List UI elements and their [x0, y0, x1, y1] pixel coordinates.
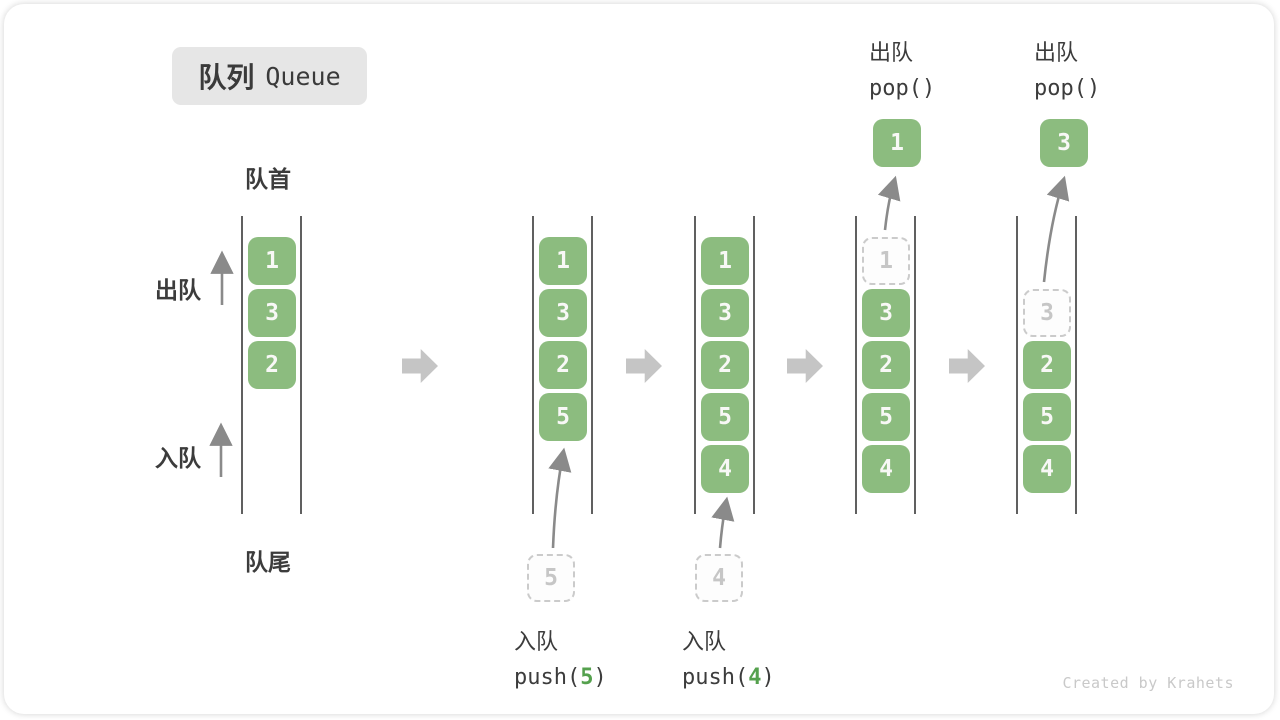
op-code-arg: 4: [748, 665, 762, 690]
queue-wall: [753, 216, 755, 514]
queue-element: 3: [862, 289, 910, 337]
queue-element: 5: [1023, 393, 1071, 441]
diagram-card: 队列 Queue 队首 队尾 出队 入队 1 3 2 1 3 2 5: [4, 4, 1274, 714]
queue-element: 4: [862, 445, 910, 493]
title-badge: 队列 Queue: [172, 47, 367, 105]
queue-element: 3: [701, 289, 749, 337]
op-action: 出队: [1034, 41, 1079, 66]
queue-element: 5: [862, 393, 910, 441]
title-en: Queue: [265, 61, 341, 91]
state-transition-arrow: [402, 349, 438, 383]
dequeue-side-label: 出队: [155, 278, 201, 304]
popped-element-1: 1: [873, 119, 921, 167]
op-label-pop-3: 出队 pop(): [1034, 35, 1100, 101]
state-transition-arrow: [949, 349, 985, 383]
popped-element-3: 3: [1040, 119, 1088, 167]
queue-front-label: 队首: [245, 167, 291, 193]
op-label-push-5: 入队 push(5): [514, 624, 607, 690]
queue-wall: [1075, 216, 1077, 514]
state-transition-arrow: [787, 349, 823, 383]
queue-element: 1: [701, 237, 749, 285]
queue-element: 5: [539, 393, 587, 441]
queue-element: 3: [539, 289, 587, 337]
queue-element: 5: [701, 393, 749, 441]
queue-element: 2: [862, 341, 910, 389]
queue-state-after-pop-3: 3 2 5 4: [1016, 216, 1077, 514]
queue-element: 4: [701, 445, 749, 493]
op-code: pop(): [869, 76, 936, 101]
queue-element: 1: [248, 237, 296, 285]
queue-state-after-push-5: 1 3 2 5: [532, 216, 593, 514]
op-action: 入队: [514, 630, 559, 655]
queue-element-removed-ghost: 3: [1023, 289, 1071, 337]
queue-wall: [914, 216, 916, 514]
queue-element: 2: [248, 341, 296, 389]
queue-state-after-push-4: 1 3 2 5 4: [694, 216, 755, 514]
title-zh: 队列: [198, 61, 255, 94]
enqueue-side-label: 入队: [155, 446, 201, 472]
op-code: push(5): [514, 665, 607, 690]
queue-wall: [694, 216, 696, 514]
queue-element: 2: [701, 341, 749, 389]
state-transition-arrow: [626, 349, 662, 383]
op-action: 出队: [869, 41, 914, 66]
op-code: pop(): [1034, 76, 1101, 101]
queue-element: 3: [248, 289, 296, 337]
incoming-element-4: 4: [695, 554, 743, 602]
credit-text: Created by Krahets: [1062, 674, 1234, 692]
queue-rear-label: 队尾: [245, 550, 291, 576]
queue-wall: [1016, 216, 1018, 514]
op-action: 入队: [682, 630, 727, 655]
op-code: push(4): [682, 665, 775, 690]
queue-element-removed-ghost: 1: [862, 237, 910, 285]
op-code-arg: 5: [580, 665, 594, 690]
queue-wall: [532, 216, 534, 514]
queue-wall: [855, 216, 857, 514]
queue-element: 2: [539, 341, 587, 389]
queue-wall: [591, 216, 593, 514]
queue-wall: [241, 216, 243, 514]
incoming-element-5: 5: [527, 554, 575, 602]
queue-element: 1: [539, 237, 587, 285]
op-label-pop-1: 出队 pop(): [869, 35, 935, 101]
op-label-push-4: 入队 push(4): [682, 624, 775, 690]
queue-state-initial: 1 3 2: [241, 216, 302, 514]
queue-state-after-pop-1: 1 3 2 5 4: [855, 216, 916, 514]
queue-element: 2: [1023, 341, 1071, 389]
queue-wall: [300, 216, 302, 514]
queue-element: 4: [1023, 445, 1071, 493]
